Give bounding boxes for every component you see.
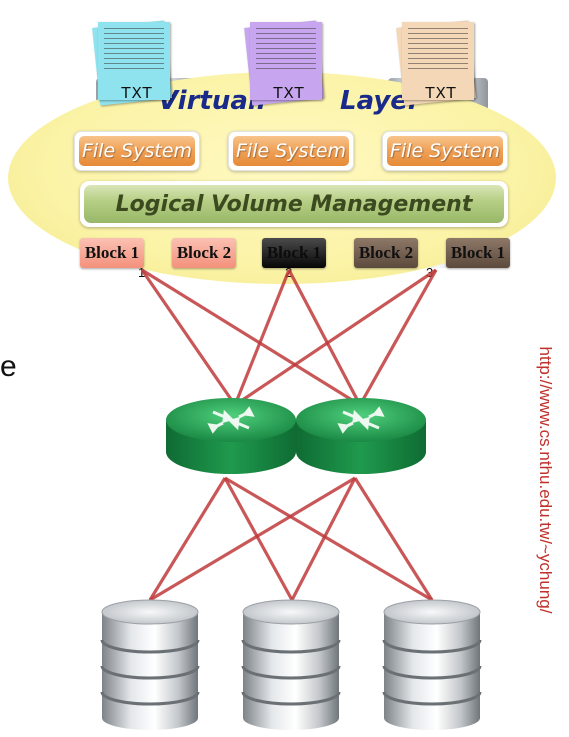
document-label: TXT	[425, 84, 457, 102]
document-lines	[408, 28, 468, 72]
lvm-box: Logical Volume Management	[80, 181, 508, 227]
file-system-label: File System	[233, 136, 349, 166]
database-icon	[382, 599, 482, 730]
file-system-label: File System	[387, 136, 503, 166]
block-box: Block 2	[172, 238, 236, 268]
block-box: Block 1	[446, 238, 510, 268]
document-icon: TXT	[396, 20, 480, 108]
virtual-layer-label-left: Virtuali	[158, 86, 266, 116]
document-sheet	[402, 22, 474, 100]
document-lines	[104, 28, 164, 72]
document-lines	[256, 28, 316, 72]
lvm-label: Logical Volume Management	[84, 185, 504, 223]
server-number: 1	[138, 265, 146, 280]
router-icon	[296, 398, 426, 474]
file-system-box: File System	[74, 131, 200, 171]
document-sheet	[98, 22, 170, 100]
document-icon: TXT	[92, 20, 176, 108]
block-box: Block 1	[262, 238, 326, 268]
document-label: TXT	[121, 84, 153, 102]
block-box: Block 1	[80, 238, 144, 268]
document-icon: TXT	[244, 20, 328, 108]
block-box: Block 2	[354, 238, 418, 268]
document-label: TXT	[273, 84, 305, 102]
left-edge-text: e	[0, 350, 16, 383]
router-icon	[166, 398, 296, 474]
upper-links	[140, 268, 438, 407]
lower-links	[148, 476, 434, 602]
database-icon	[241, 599, 341, 730]
file-system-label: File System	[79, 136, 195, 166]
file-system-box: File System	[382, 131, 508, 171]
database-icon	[100, 599, 200, 730]
document-sheet	[250, 22, 322, 100]
file-system-box: File System	[228, 131, 354, 171]
source-url: http://www.cs.nthu.edu.tw/~ychung/	[536, 346, 555, 614]
